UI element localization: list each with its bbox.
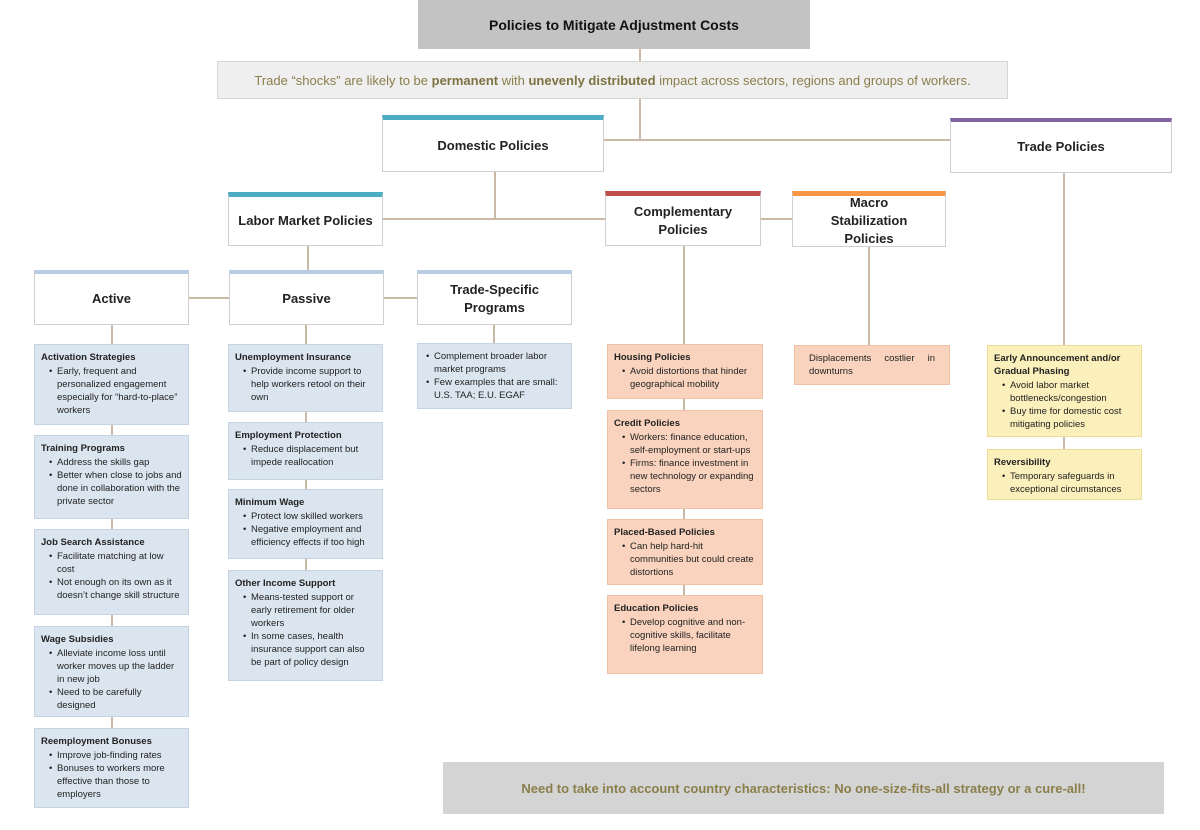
active-card-wage-subsidies: Wage Subsidies Alleviate income loss unt… <box>34 626 189 717</box>
card-title: Placed-Based Policies <box>614 527 715 538</box>
active-card-activation-strategies: Activation Strategies Early, frequent an… <box>34 344 189 425</box>
passive-policies-box: Passive <box>229 270 384 325</box>
active-card-training-programs: Training Programs Address the skills gap… <box>34 435 189 519</box>
macro-stabilization-policies-box: Macro Stabilization Policies <box>792 191 946 247</box>
trade-specific-card: Complement broader labor market programs… <box>417 343 572 409</box>
banner-emphasis-uneven: unevenly distributed <box>528 72 656 88</box>
card-bullet: Means-tested support or early retirement… <box>243 591 376 630</box>
complementary-card-credit-policies: Credit Policies Workers: finance educati… <box>607 410 763 509</box>
card-title: Reemployment Bonuses <box>41 736 152 747</box>
card-bullet: Firms: finance investment in new technol… <box>622 457 756 496</box>
banner-text-3: impact across sectors, regions and group… <box>655 72 971 88</box>
complementary-card-education-policies: Education Policies Develop cognitive and… <box>607 595 763 674</box>
card-bullet: Better when close to jobs and done in co… <box>49 469 182 508</box>
card-bullet: Avoid distortions that hinder geographic… <box>622 365 756 391</box>
labor-market-policies-box: Labor Market Policies <box>228 192 383 246</box>
card-bullet: Bonuses to workers more effective than t… <box>49 762 182 801</box>
card-title: Employment Protection <box>235 430 342 441</box>
card-bullet: Workers: finance education, self-employm… <box>622 431 756 457</box>
card-text: Displacements costlier in downturns <box>809 353 935 377</box>
card-bullet: Not enough on its own as it doesn’t chan… <box>49 576 182 602</box>
trade-card-early-announcement: Early Announcement and/or Gradual Phasin… <box>987 345 1142 437</box>
card-bullet: Can help hard-hit communities but could … <box>622 540 756 579</box>
card-title: Education Policies <box>614 603 699 614</box>
context-banner: Trade “shocks” are likely to be permanen… <box>217 61 1008 99</box>
banner-text-2: with <box>498 72 529 88</box>
card-bullet: Early, frequent and personalized engagem… <box>49 365 182 417</box>
card-title: Reversibility <box>994 457 1051 468</box>
card-bullet: Provide income support to help workers r… <box>243 365 376 404</box>
passive-card-minimum-wage: Minimum Wage Protect low skilled workers… <box>228 489 383 559</box>
diagram-title: Policies to Mitigate Adjustment Costs <box>418 0 810 49</box>
complementary-card-placed-based-policies: Placed-Based Policies Can help hard-hit … <box>607 519 763 585</box>
passive-card-other-income-support: Other Income Support Means-tested suppor… <box>228 570 383 681</box>
complementary-card-housing-policies: Housing Policies Avoid distortions that … <box>607 344 763 399</box>
card-bullet: Develop cognitive and non-cognitive skil… <box>622 616 756 655</box>
card-bullet: Alleviate income loss until worker moves… <box>49 647 182 686</box>
card-bullet: Temporary safeguards in exceptional circ… <box>1002 470 1135 496</box>
footer-note: Need to take into account country charac… <box>443 762 1164 814</box>
passive-card-unemployment-insurance: Unemployment Insurance Provide income su… <box>228 344 383 412</box>
card-title: Job Search Assistance <box>41 537 145 548</box>
active-card-job-search-assistance: Job Search Assistance Facilitate matchin… <box>34 529 189 615</box>
card-title: Early Announcement and/or Gradual Phasin… <box>994 353 1121 377</box>
banner-text-1: Trade “shocks” are likely to be <box>254 72 432 88</box>
card-title: Unemployment Insurance <box>235 352 352 363</box>
card-bullet: Facilitate matching at low cost <box>49 550 182 576</box>
macro-card-displacements: Displacements costlier in downturns <box>794 345 950 385</box>
card-bullet: Complement broader labor market programs <box>426 350 565 376</box>
card-bullet: Address the skills gap <box>49 456 182 469</box>
active-card-reemployment-bonuses: Reemployment Bonuses Improve job-finding… <box>34 728 189 808</box>
card-title: Training Programs <box>41 443 125 454</box>
banner-emphasis-permanent: permanent <box>431 72 499 88</box>
card-bullet: Need to be carefully designed <box>49 686 182 712</box>
card-bullet: Few examples that are small: U.S. TAA; E… <box>426 376 565 402</box>
card-bullet: In some cases, health insurance support … <box>243 630 376 669</box>
card-bullet: Protect low skilled workers <box>243 510 376 523</box>
passive-card-employment-protection: Employment Protection Reduce displacemen… <box>228 422 383 480</box>
card-title: Minimum Wage <box>235 497 305 508</box>
card-title: Activation Strategies <box>41 352 136 363</box>
trade-specific-programs-box: Trade-Specific Programs <box>417 270 572 325</box>
card-bullet: Avoid labor market bottlenecks/congestio… <box>1002 379 1135 405</box>
card-bullet: Buy time for domestic cost mitigating po… <box>1002 405 1135 431</box>
card-title: Housing Policies <box>614 352 691 363</box>
card-bullet: Negative employment and efficiency effec… <box>243 523 376 549</box>
card-bullet: Reduce displacement but impede reallocat… <box>243 443 376 469</box>
trade-policies-box: Trade Policies <box>950 118 1172 173</box>
card-title: Other Income Support <box>235 578 336 589</box>
card-bullet: Improve job-finding rates <box>49 749 182 762</box>
card-title: Credit Policies <box>614 418 680 429</box>
complementary-policies-box: Complementary Policies <box>605 191 761 246</box>
domestic-policies-box: Domestic Policies <box>382 115 604 172</box>
active-policies-box: Active <box>34 270 189 325</box>
card-title: Wage Subsidies <box>41 634 114 645</box>
trade-card-reversibility: Reversibility Temporary safeguards in ex… <box>987 449 1142 500</box>
